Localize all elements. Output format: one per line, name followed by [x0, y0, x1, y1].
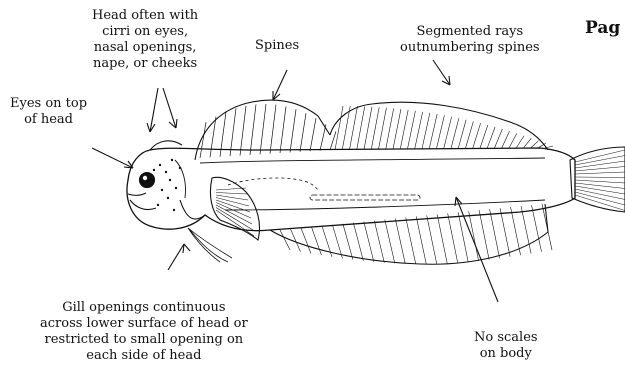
label-line: outnumbering spines — [400, 40, 540, 56]
head-details — [128, 141, 205, 219]
pelvic-fin — [188, 228, 232, 262]
label-line: Segmented rays — [400, 24, 540, 40]
label-segmented-rays: Segmented rays outnumbering spines — [400, 24, 540, 56]
caudal-fin — [570, 147, 625, 212]
label-line: Gill openings continuous — [40, 300, 248, 316]
label-eyes-top: Eyes on top of head — [10, 96, 87, 128]
label-line: restricted to small opening on — [40, 332, 248, 348]
label-line: of head — [10, 112, 87, 128]
label-line: on body — [474, 346, 538, 362]
label-line: cirri on eyes, — [92, 24, 198, 40]
label-line: each side of head — [40, 348, 248, 364]
label-line: nasal openings, — [92, 40, 198, 56]
eye — [140, 173, 155, 188]
label-line: Head often with — [92, 8, 198, 24]
label-line: Eyes on top — [10, 96, 87, 112]
label-no-scales: No scales on body — [474, 330, 538, 362]
label-line: nape, or cheeks — [92, 56, 198, 72]
label-head-cirri: Head often with cirri on eyes, nasal ope… — [92, 8, 198, 72]
label-spines: Spines — [255, 38, 299, 54]
lateral-line — [228, 178, 420, 200]
page-label: Pag — [585, 18, 620, 38]
spiny-dorsal-fin — [195, 100, 336, 160]
label-line: No scales — [474, 330, 538, 346]
label-gill-openings: Gill openings continuous across lower su… — [40, 300, 248, 364]
label-line: across lower surface of head or — [40, 316, 248, 332]
soft-dorsal-fin — [330, 102, 553, 150]
